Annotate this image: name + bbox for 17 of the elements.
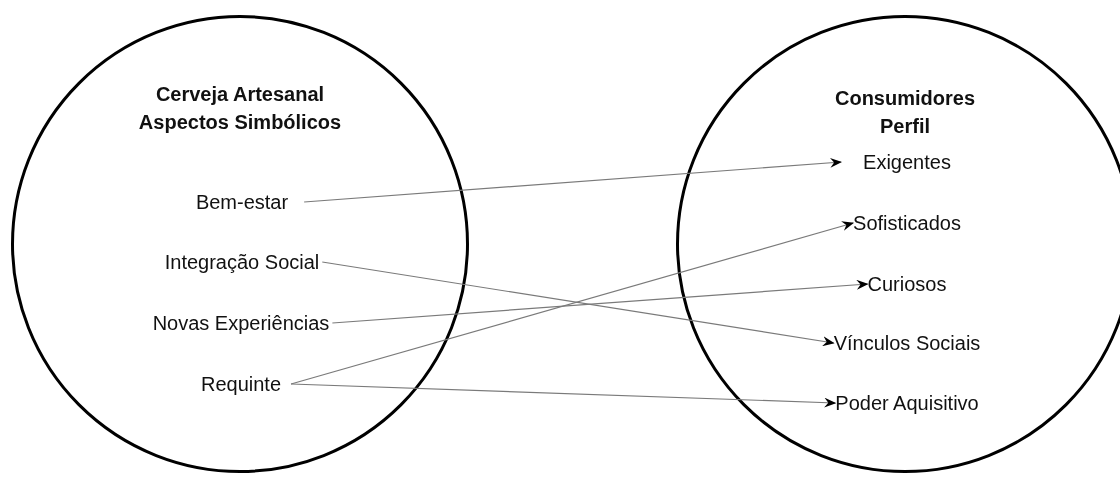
arrow (331, 279, 869, 324)
circle-heading: Perfil (880, 114, 930, 139)
item-label: Curiosos (867, 272, 947, 296)
item-label: Integração Social (164, 250, 320, 274)
item-label: Poder Aquisitivo (835, 391, 979, 415)
arrow (290, 383, 837, 408)
item-label: Bem-estar (195, 190, 289, 214)
arrow (303, 157, 843, 203)
item-label: Novas Experiências (152, 311, 330, 335)
circle-heading: Consumidores (835, 86, 975, 111)
item-label: Exigentes (863, 150, 951, 174)
circle-heading: Aspectos Simbólicos (138, 110, 342, 135)
item-label: Sofisticados (853, 211, 961, 235)
item-label: Vínculos Sociais (833, 331, 981, 355)
circle-heading: Cerveja Artesanal (155, 82, 325, 107)
item-label: Requinte (200, 372, 282, 396)
arrow (321, 261, 835, 347)
